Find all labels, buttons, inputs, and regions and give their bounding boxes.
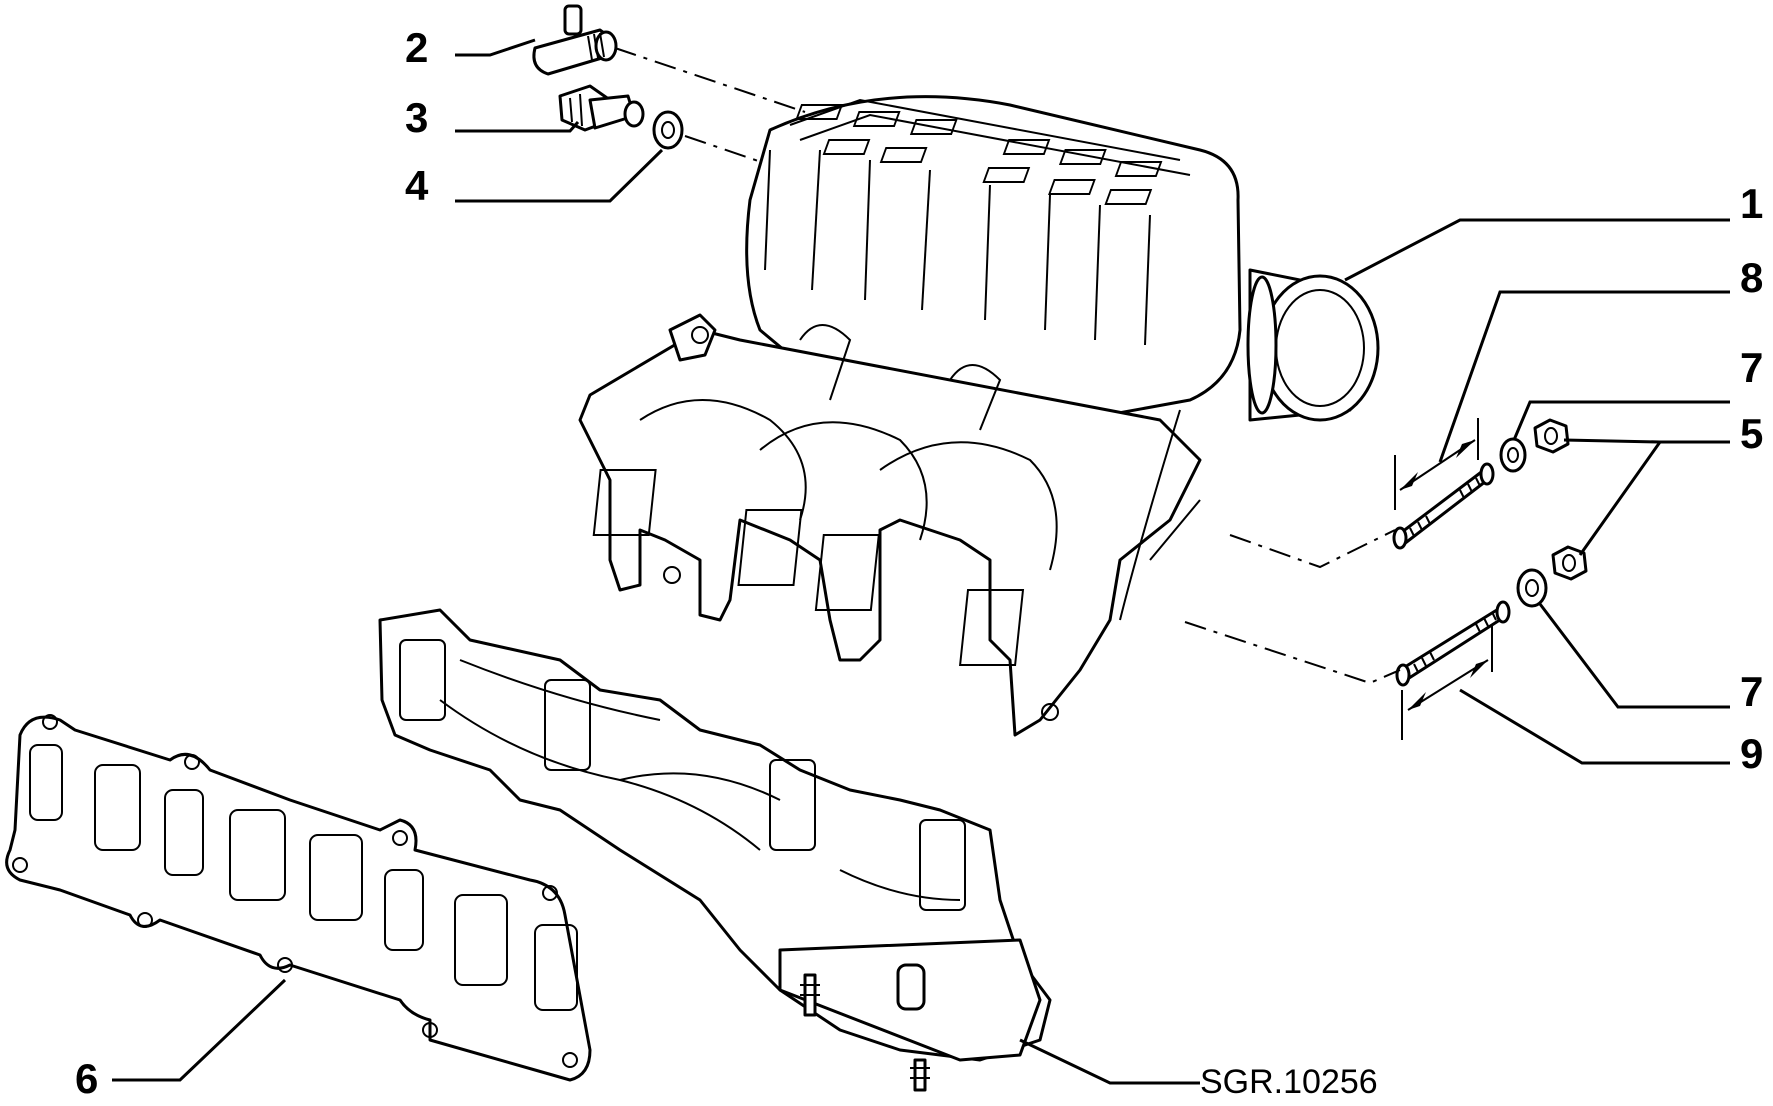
leader-6 — [112, 978, 287, 1082]
callout-8: 8 — [1740, 254, 1763, 301]
callout-4: 4 — [405, 162, 429, 209]
part-6-gasket — [5, 714, 592, 1082]
callout-2: 2 — [405, 24, 428, 71]
leader-ref — [1019, 1038, 1200, 1085]
callout-7-lower: 7 — [1740, 668, 1763, 715]
leader-5 — [1563, 438, 1730, 556]
exhaust-manifold — [378, 608, 1052, 1092]
callout-9: 9 — [1740, 730, 1763, 777]
leader-2 — [455, 38, 536, 57]
leader-7a — [1512, 400, 1730, 441]
part-4-washer — [652, 110, 684, 150]
manifold-grille — [795, 104, 1163, 205]
callout-3: 3 — [405, 94, 428, 141]
part-3-pressure-switch — [558, 84, 645, 132]
leader-8 — [1438, 290, 1730, 463]
axis-line-9 — [1184, 621, 1401, 685]
manifold-inlet-pipe — [1246, 268, 1380, 422]
axis-line-8 — [1229, 529, 1396, 569]
leader-4 — [455, 148, 664, 203]
leader-1 — [1344, 218, 1730, 282]
axis-line-2 — [614, 47, 806, 113]
part-8-stud — [1392, 418, 1495, 550]
callout-6: 6 — [75, 1055, 98, 1101]
callout-5: 5 — [1740, 410, 1763, 457]
part-9-stud — [1395, 600, 1511, 740]
leader-3 — [455, 121, 580, 133]
reference-code: SGR.10256 — [1200, 1063, 1378, 1101]
part-2-sensor — [532, 4, 618, 76]
leader-9 — [1459, 688, 1730, 765]
part-7-washer-lower — [1516, 568, 1548, 608]
part-7-washer-upper — [1499, 437, 1527, 473]
part-5-nut-lower — [1551, 545, 1588, 581]
leader-lines — [112, 38, 1730, 1085]
callout-1: 1 — [1740, 180, 1763, 227]
axis-line-4 — [684, 135, 771, 166]
part-1-intake-manifold — [578, 95, 1380, 737]
part-5-nut-upper — [1533, 418, 1570, 454]
leader-7b — [1538, 603, 1730, 709]
callout-7-upper: 7 — [1740, 344, 1763, 391]
